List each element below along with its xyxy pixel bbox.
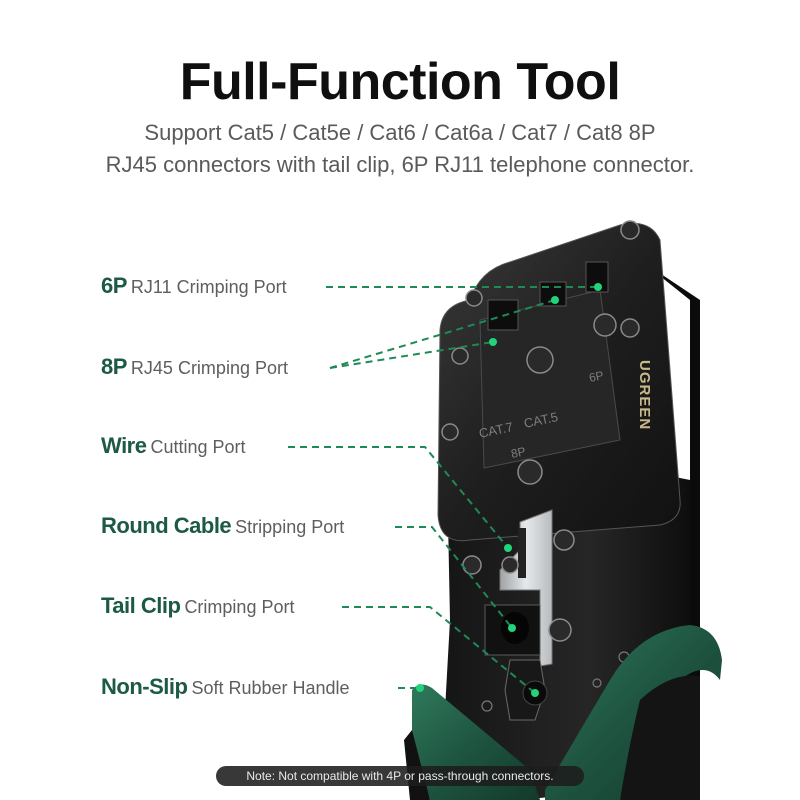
subtitle-line-1: Support Cat5 / Cat5e / Cat6 / Cat6a / Ca… bbox=[144, 120, 656, 145]
compatibility-note: Note: Not compatible with 4P or pass-thr… bbox=[216, 766, 584, 786]
callout-strong: Round Cable bbox=[101, 513, 232, 538]
callout-rest: RJ45 Crimping Port bbox=[130, 358, 288, 378]
callout-rest: Stripping Port bbox=[235, 517, 345, 537]
callout-rest: Soft Rubber Handle bbox=[191, 678, 350, 698]
callout-strong: Wire bbox=[101, 433, 147, 458]
callout-rest: RJ11 Crimping Port bbox=[130, 277, 287, 297]
callout-strong: Tail Clip bbox=[101, 593, 181, 618]
callout-strong: Non-Slip bbox=[101, 674, 188, 699]
callout-strong: 6P bbox=[101, 273, 127, 298]
die-plate: CAT.7 CAT.5 6P 8P UGREEN bbox=[437, 220, 681, 542]
callout-dots bbox=[416, 283, 602, 697]
subtitle-line-2: RJ45 connectors with tail clip, 6P RJ11 … bbox=[105, 152, 695, 177]
rubber-handle bbox=[404, 625, 722, 800]
brand-logo: UGREEN bbox=[636, 360, 653, 430]
callout-rest: Cutting Port bbox=[150, 437, 246, 457]
callout-rest: Crimping Port bbox=[184, 597, 295, 617]
die-label-cat7: CAT.7 bbox=[478, 419, 515, 441]
die-label-cat5: CAT.5 bbox=[523, 409, 560, 431]
callout-strong: 8P bbox=[101, 354, 127, 379]
page-title: Full-Function Tool bbox=[179, 53, 621, 111]
die-label-8p: 8P bbox=[510, 444, 527, 461]
die-label-6p: 6P bbox=[588, 368, 605, 385]
callout-lines bbox=[288, 286, 598, 694]
